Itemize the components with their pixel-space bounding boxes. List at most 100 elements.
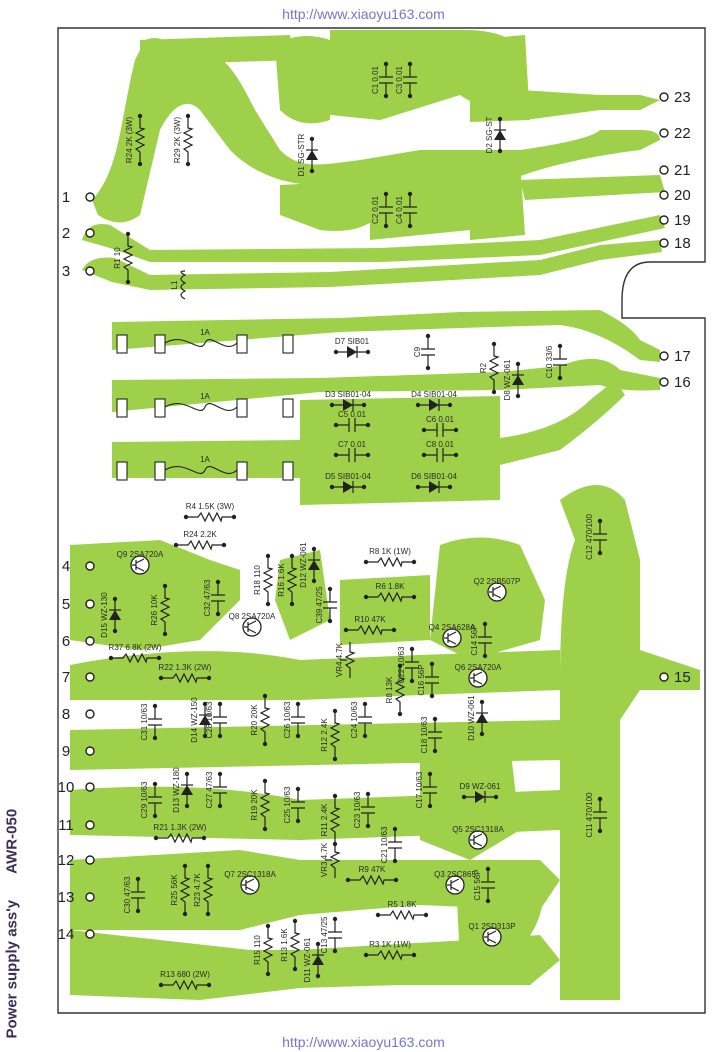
pin-pad-22 [659,128,669,138]
pin-label-18: 18 [674,235,691,252]
part-c15 [481,866,495,904]
part-c10 [553,343,567,381]
part-q8 [242,617,262,637]
part-r22 [158,672,212,684]
label-r19: R19 20K [250,789,259,821]
pin-pad-10 [85,782,95,792]
part-c13 [328,916,342,954]
pin-pad-13 [85,892,95,902]
label-c23: C23 10/63 [353,791,362,828]
pin-label-19: 19 [674,212,691,229]
part-d13 [181,771,193,809]
label-r12: R12 2.4K [320,718,329,752]
part-d4 [415,399,453,411]
label-r2: R2 [479,362,488,373]
part-c1 [379,61,393,99]
pin-pad-17 [659,351,669,361]
label-d4: D4 SIB01-04 [411,390,457,399]
label-d12: D12 WZ-061 [299,542,308,588]
label-vr4: VR4 4.7K [335,642,344,677]
part-c24 [358,701,372,739]
part-q2 [487,582,507,602]
part-d1 [306,136,318,174]
label-c25: C25 10/63 [283,786,292,823]
part-c6 [421,423,459,437]
pin-label-8: 8 [62,706,70,723]
label-l1: L1 [170,280,179,289]
part-r20 [259,693,271,747]
label-c14: C14 56P [470,624,479,655]
part-d9 [461,791,499,803]
label-d2: D2 SG-ST [485,116,494,153]
label-d1: D1 SG-STR [297,133,306,176]
label-q6: Q6 2SA720A [455,663,502,672]
part-c27 [213,771,227,809]
pin-label-13: 13 [58,889,75,906]
part-d8 [512,361,524,399]
pin-label-6: 6 [62,633,70,650]
label-c12: C12 470/100 [585,514,594,560]
pin-pad-14 [85,929,95,939]
part-vr4 [340,642,356,678]
label-c27: C27 47/63 [205,771,214,808]
part-f2 [116,398,294,418]
label-c10: C10 33/6 [545,345,554,378]
part-r24b [173,539,227,551]
label-q5: Q5 2SC1318A [452,825,504,834]
label-r24b: R24 2.2K [183,530,217,539]
label-c7: C7 0.01 [338,440,367,449]
label-r18: R18 110 [253,565,262,595]
label-d6: D6 SIB01-04 [411,472,457,481]
label-c18: C18 10/63 [420,716,429,753]
part-q9 [130,555,150,575]
label-c8: C8 0.01 [426,440,455,449]
label-r16: R16 1.6K [277,563,286,597]
label-r13b: R13 1.6K [280,928,289,962]
pin-pad-4 [85,561,95,571]
pin-label-23: 23 [674,89,691,106]
label-c24: C24 10/63 [350,701,359,738]
pin-label-22: 22 [674,125,691,142]
pin-label-17: 17 [674,348,691,365]
label-r26: R26 10K [150,594,159,626]
label-r29: R29 2K (3W) [173,117,182,164]
pin-label-4: 4 [62,558,70,575]
part-r21 [153,832,207,844]
part-r25 [179,863,191,917]
part-d14 [199,701,211,739]
part-c14 [478,621,492,659]
pin-pad-7 [85,672,95,682]
label-c28: C28 10/63 [205,701,214,738]
label-c30: C30 47/63 [123,876,132,913]
pin-label-10: 10 [58,779,75,796]
part-r1 [122,231,134,285]
label-r15: R15 110 [253,935,262,965]
pin-pad-19 [659,215,669,225]
pin-pad-9 [85,746,95,756]
pin-label-1: 1 [62,189,70,206]
part-r10 [343,624,397,636]
part-c16 [425,661,439,699]
label-c4: C4 0.01 [395,195,404,224]
label-r25: R25 56K [170,874,179,906]
label-c6: C6 0.01 [426,415,455,424]
part-d5 [329,481,367,493]
part-r26 [159,583,171,637]
pin-label-12: 12 [58,852,75,869]
label-c26: C26 10/63 [283,701,292,738]
part-vr3 [325,842,341,878]
label-d14: D14 WZ-150 [190,697,199,743]
label-q9: Q9 2SA720A [117,550,164,559]
part-r16 [286,553,298,607]
label-f1: 1A [200,328,210,337]
part-r13b [289,918,301,972]
label-r13: R13 680 (2W) [160,970,210,979]
pin-pad-18 [659,238,669,248]
part-r13 [158,979,212,991]
label-r21: R21 1.3K (2W) [154,823,207,832]
pin-pad-23 [659,92,669,102]
part-r8 [363,556,417,568]
pin-label-7: 7 [62,669,70,686]
part-c8 [421,448,459,462]
